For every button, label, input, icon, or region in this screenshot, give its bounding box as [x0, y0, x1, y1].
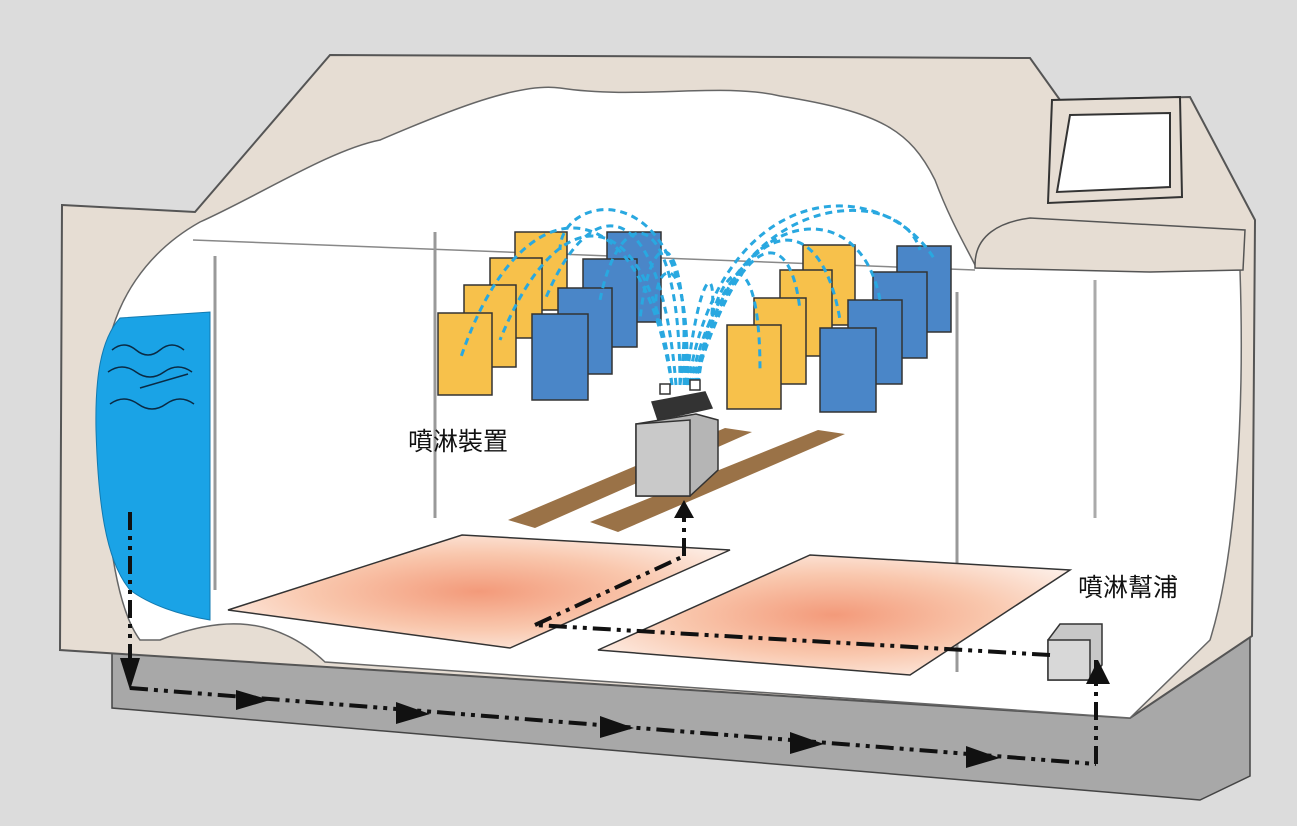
control-screen-icon [1055, 111, 1171, 194]
spray-device-housing [635, 413, 719, 497]
water-reservoir [95, 311, 211, 621]
heater-plate-left [227, 534, 731, 649]
control-housing [974, 217, 1246, 273]
blue-panels [531, 231, 952, 413]
water-wave-icon [107, 344, 195, 410]
rail-right [590, 430, 845, 532]
spray-pump-label: 噴淋幫浦 [1078, 573, 1179, 602]
heater-plate-right [597, 554, 1073, 676]
pump-box-icon [1047, 623, 1103, 681]
spray-mist [458, 204, 937, 386]
spray-device-label: 噴淋裝置 [408, 427, 509, 456]
flow-arrows [120, 500, 1110, 768]
spray-nozzle-icon [651, 379, 714, 421]
